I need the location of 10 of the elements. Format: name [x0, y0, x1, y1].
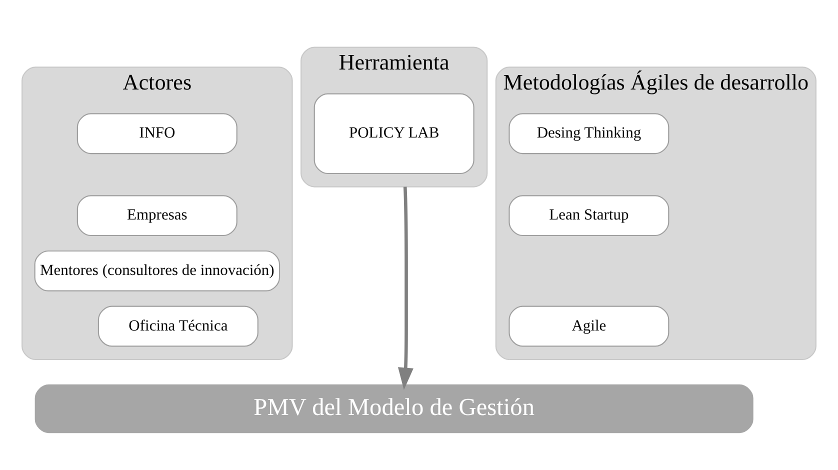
- node-box: POLICY LAB: [314, 92, 474, 174]
- node-box: INFO: [76, 112, 238, 154]
- node-box: Lean Startup: [508, 194, 670, 236]
- arrow: [398, 186, 414, 390]
- node-box: Desing Thinking: [508, 112, 670, 154]
- node-box: Agile: [508, 305, 670, 346]
- node-box: PMV del Modelo de Gestión: [34, 384, 754, 433]
- node-box: Empresas: [76, 194, 238, 236]
- node-box: Mentores (consultores de innovación): [34, 250, 280, 291]
- node-box: Oficina Técnica: [98, 305, 258, 346]
